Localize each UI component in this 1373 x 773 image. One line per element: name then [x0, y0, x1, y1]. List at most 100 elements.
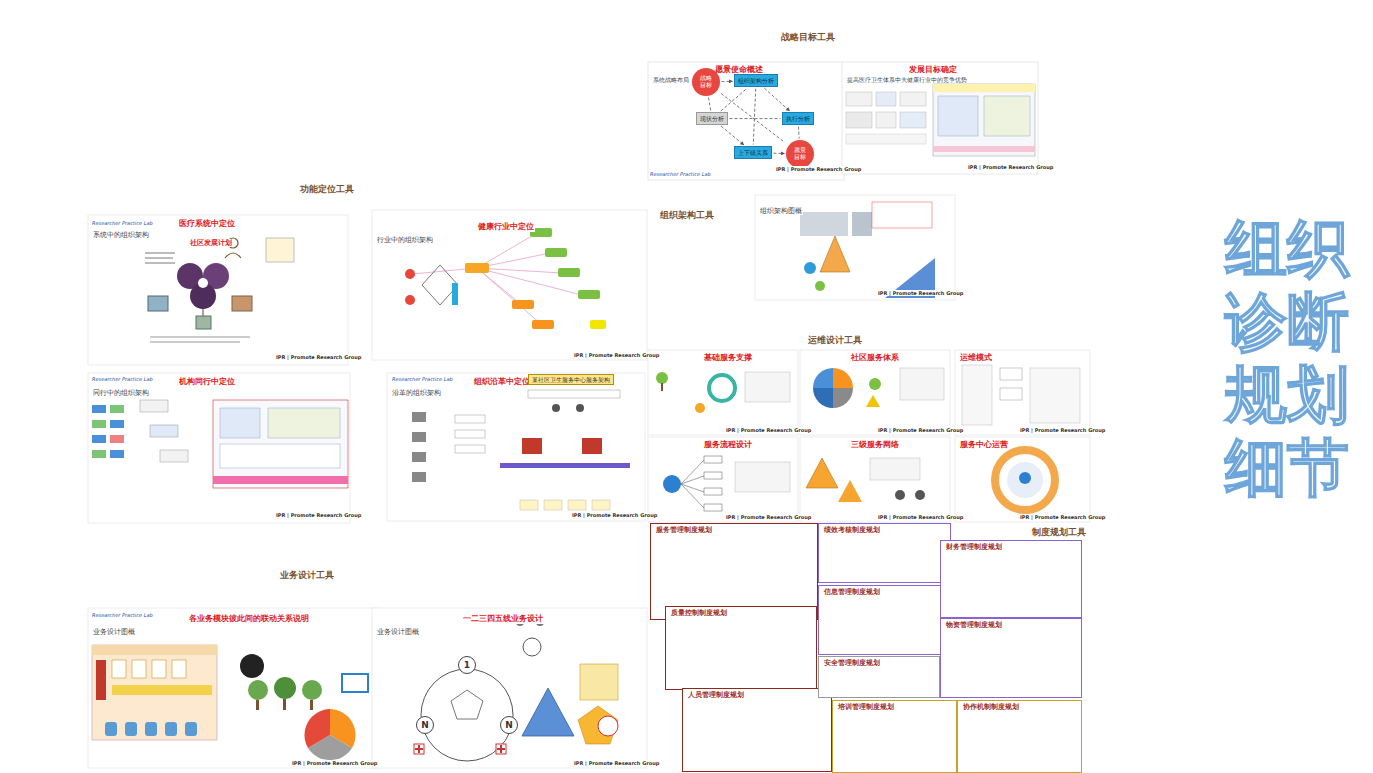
person-icon	[1019, 472, 1031, 484]
flow-box	[1000, 388, 1022, 400]
band	[500, 463, 630, 468]
node-label: 上下级关系	[738, 149, 768, 156]
goal-circle: 战略目标	[692, 68, 720, 96]
mindmap-leaf	[578, 290, 600, 299]
cross-icon	[415, 748, 423, 750]
mindmap-dot	[405, 269, 415, 279]
watermark: IPR | Promote Research Group	[878, 427, 963, 433]
flow-box	[160, 450, 188, 462]
cross-icon	[497, 748, 505, 750]
person-icon	[915, 490, 925, 500]
thumb-frame	[88, 608, 378, 768]
cylinder-icon	[145, 722, 157, 736]
panel-title: 协作机制制度规划	[962, 704, 1020, 712]
pipe-icon	[342, 674, 368, 692]
panel-title: 运维模式	[959, 353, 993, 363]
dashed-connector	[722, 81, 733, 82]
flow-box	[704, 488, 722, 495]
triangle-icon	[838, 480, 862, 502]
panel-subtitle: 提高医疗卫生体系中大健康行业中的竞争优势	[846, 76, 968, 83]
link	[681, 476, 704, 484]
pentagon-icon	[578, 706, 618, 744]
panel-title: 服务流程设计	[703, 440, 753, 450]
pie-slice	[833, 368, 853, 388]
panel-title: 组织架构图概	[759, 207, 803, 215]
panel-title: 发展目标确定	[908, 65, 958, 75]
lab-logo: Researcher Practice Lab	[392, 376, 453, 382]
cycle-node: 1	[458, 656, 476, 674]
dot-icon	[815, 281, 825, 291]
mindmap-leaf	[532, 320, 554, 329]
lab-logo: Researcher Practice Lab	[92, 220, 153, 226]
flow-box	[110, 420, 124, 428]
mindmap-leaf	[590, 320, 606, 329]
person-icon	[895, 490, 905, 500]
flow-box	[92, 435, 106, 443]
panel-title: 各业务模块彼此间的联动关系说明	[188, 614, 310, 624]
triangle-icon	[806, 458, 838, 488]
panel-subtitle: 业务设计图概	[376, 628, 420, 636]
table-band	[92, 645, 217, 655]
section-heading: 制度规划工具	[1032, 527, 1086, 538]
panel-title: 一二三四五线业务设计	[462, 614, 544, 624]
node-label: N	[505, 720, 513, 731]
watermark: IPR | Promote Research Group	[1020, 514, 1105, 520]
panel-title: 人员管理制度规划	[687, 692, 745, 700]
note-box	[266, 238, 294, 262]
flow-box	[704, 472, 722, 479]
text-line	[145, 262, 175, 264]
flow-box	[110, 450, 124, 458]
ring-icon	[598, 716, 618, 736]
table-band	[984, 96, 1030, 136]
goal-circle: 愿景目标	[786, 140, 814, 168]
tree-icon	[302, 680, 322, 700]
rule-panel: 财务管理制度规划	[940, 540, 1082, 618]
icon-box	[876, 92, 896, 106]
text-line	[150, 341, 240, 343]
flow-box	[544, 500, 562, 510]
chart-cell	[220, 444, 340, 468]
node-label: 某社区卫生服务中心服务架构	[532, 376, 610, 383]
thumbnail-panel: 组织沿革中定位沿革的组织架构某社区卫生服务中心服务架构	[387, 373, 645, 521]
ring-icon	[709, 375, 735, 401]
text-line	[150, 336, 250, 338]
ring-icon	[995, 450, 1055, 510]
panel-title: 医疗系统中定位	[178, 219, 236, 229]
link	[681, 460, 704, 484]
header-bar	[528, 390, 620, 398]
cross-icon	[414, 744, 424, 754]
icon-box	[900, 112, 926, 128]
thumbnail-panel: 医疗系统中定位系统中的组织架构	[88, 215, 348, 365]
panel-title: 基础服务支撑	[703, 353, 753, 363]
cycle-node: N	[500, 716, 518, 734]
pie-slice	[305, 709, 330, 748]
thumb-frame	[648, 62, 844, 180]
panel-title: 财务管理制度规划	[945, 544, 1003, 552]
ring-core	[1007, 462, 1043, 498]
link	[477, 233, 537, 268]
flow-box	[140, 400, 168, 412]
table-band	[938, 96, 978, 136]
analysis-box: 组织架构分析	[734, 74, 778, 87]
flow-box	[455, 430, 485, 438]
node-label: 战略目标	[700, 75, 712, 89]
building-icon	[196, 316, 211, 329]
panel-subtitle: 同行中的组织架构	[92, 389, 150, 397]
brick-icon	[522, 438, 542, 454]
watermark: IPR | Promote Research Group	[276, 512, 361, 518]
mindmap-leaf	[545, 248, 567, 257]
chart-frame	[213, 400, 348, 488]
flow-box	[92, 420, 106, 428]
square-icon	[580, 664, 618, 700]
tree-icon	[656, 372, 668, 384]
flow-box	[1000, 368, 1022, 380]
flow-box	[704, 456, 722, 463]
icon-box	[412, 472, 426, 482]
section-heading: 战略目标工具	[781, 32, 835, 43]
thumbnail-panel: 愿景使命概述系统战略布局战略目标组织架构分析现状分析执行分析上下级关系愿景目标	[648, 62, 844, 180]
lab-logo: Researcher Practice Lab	[92, 376, 153, 382]
cylinder-icon	[105, 722, 117, 736]
tree-trunk	[256, 700, 259, 710]
pie-slice	[813, 388, 833, 408]
module-box	[172, 660, 186, 678]
